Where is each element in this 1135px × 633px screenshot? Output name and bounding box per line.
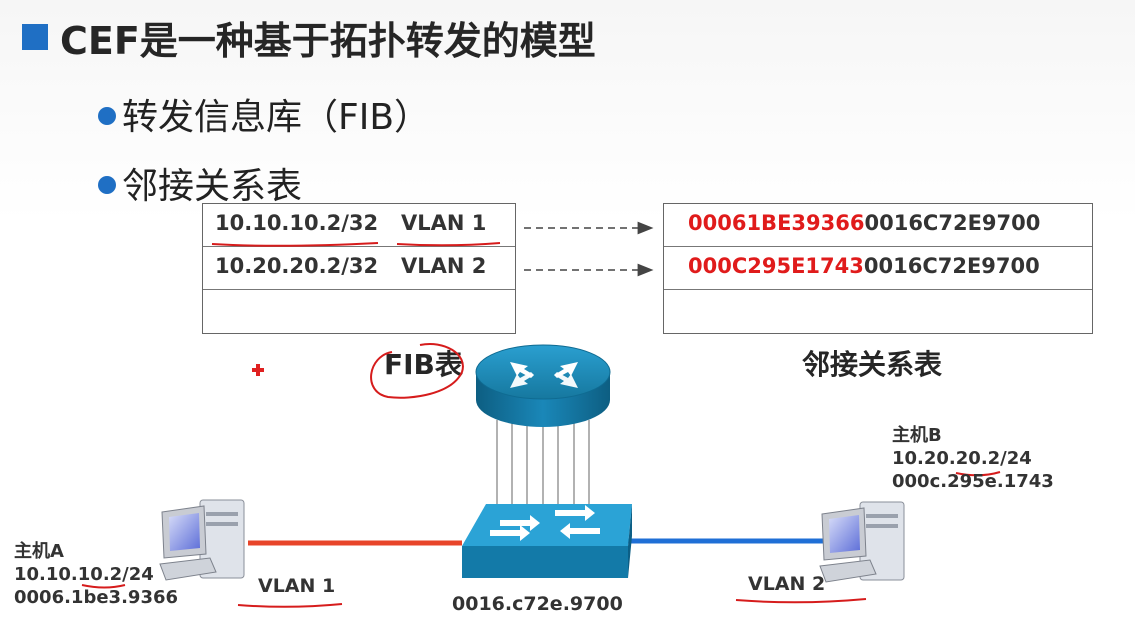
switch-mac-label: 0016.c72e.9700 [452,593,623,615]
circle-annotation [370,343,464,399]
host-a-mac: 0006.1be3.9366 [14,587,179,608]
bullet-fib: 转发信息库（FIB） [98,88,430,140]
vlan2-label: VLAN 2 [748,573,826,595]
bullet-dot-icon [98,176,116,194]
adjacency-row: 000C295E17430016C72E9700 [664,247,1092,290]
adjacency-src-mac: 0016C72E9700 [863,254,1040,278]
title-bullet-square [22,24,48,50]
adjacency-table-caption: 邻接关系表 [802,348,943,381]
underline-annotation [396,242,501,247]
adjacency-row: 00061BE393660016C72E9700 [664,204,1092,247]
fib-row: 10.20.20.2/32 VLAN 2 [203,247,515,290]
fib-table: 10.10.10.2/32 VLAN 1 10.20.20.2/32 VLAN … [202,203,516,334]
adjacency-dst-mac: 000C295E1743 [688,254,864,278]
adjacency-table: 00061BE393660016C72E9700 000C295E1743001… [663,203,1093,334]
host-a-label: 主机A 10.10.10.2/24 0006.1be3.9366 [14,540,178,609]
router-icon [475,344,611,427]
underline-annotation [211,242,379,247]
cross-mark-icon [252,364,264,376]
fib-vlan: VLAN 1 [401,211,487,235]
switch-icon [462,504,632,578]
host-b-name: 主机B [892,425,942,446]
underline-annotation [81,584,126,589]
fib-prefix: 10.20.20.2/32 [215,254,379,278]
host-b-mac: 000c.295e.1743 [892,471,1054,492]
host-a-name: 主机A [14,541,64,562]
adjacency-dst-mac: 00061BE39366 [688,211,865,235]
page-title: CEF是一种基于拓扑转发的模型 [60,19,596,63]
bullet-adjacency: 邻接关系表 [98,157,302,209]
host-a-pc-icon [159,499,245,581]
underline-annotation [237,603,343,608]
bullet-fib-text: 转发信息库（FIB） [122,97,431,138]
host-b-ip: 10.20.20.2/24 [892,448,1032,469]
fib-prefix: 10.10.10.2/32 [215,211,379,235]
router-switch-links [496,420,590,510]
underline-annotation [735,598,867,604]
fib-row: 10.10.10.2/32 VLAN 1 [203,204,515,247]
host-b-pc-icon [819,501,905,583]
bullet-adjacency-text: 邻接关系表 [122,166,303,207]
vlan1-label: VLAN 1 [258,575,336,597]
underline-annotation [955,471,1001,477]
fib-table-caption: FIB表 [384,348,463,381]
bullet-dot-icon [98,107,116,125]
host-b-label: 主机B 10.20.20.2/24 000c.295e.1743 [892,424,1054,493]
host-a-ip: 10.10.10.2/24 [14,564,154,585]
adjacency-src-mac: 0016C72E9700 [864,211,1041,235]
fib-vlan: VLAN 2 [401,254,487,278]
